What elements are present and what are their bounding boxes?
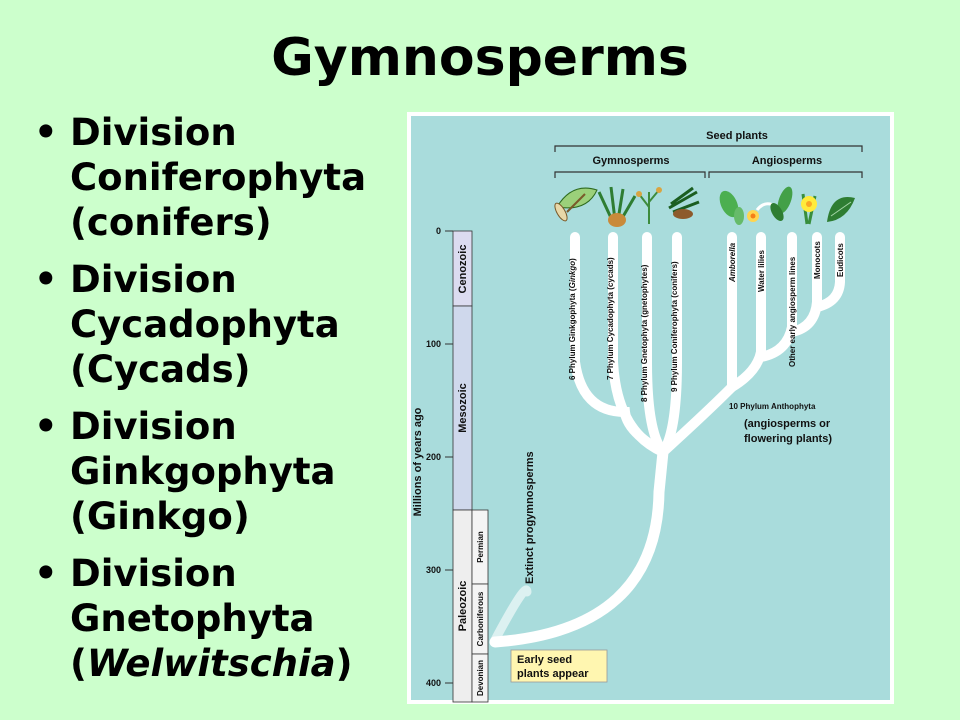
angiosperms-bracket [708, 171, 863, 178]
bullet-item: • Division Cycadophyta (Cycads) [28, 257, 398, 392]
eudicot-branch [812, 232, 845, 312]
y-axis-label: Millions of years ago [412, 407, 424, 516]
seed-plants-label: Seed plants [706, 130, 768, 142]
tick-200: 200 [426, 452, 441, 462]
tick-100: 100 [426, 339, 441, 349]
gnetophyte-lineage-label: 8 Phylum Gnetophyta (gnetophytes) [640, 264, 649, 402]
cycad-illustration [597, 186, 637, 227]
eudicots-label: Eudicots [836, 243, 845, 277]
early-seed-callout [510, 649, 608, 683]
water-lilies-label: Water lilies [757, 250, 766, 292]
bullet-line: Division [70, 258, 237, 301]
devonian-label: Devonian [476, 660, 485, 696]
bullet-line: Division [70, 405, 237, 448]
angiosperms-header: Angiosperms [752, 155, 822, 167]
phylogeny-diagram: Seed plants Gymnosperms Angiosperms [411, 116, 890, 703]
angiosperm-note-line2: flowering plants) [744, 433, 832, 445]
monocots-label: Monocots [813, 241, 822, 279]
conifer-illustration [668, 186, 700, 219]
phylogeny-branches [489, 232, 845, 648]
bullet-line: Gnetophyta [70, 597, 315, 640]
slide-title: Gymnosperms [271, 28, 689, 88]
progymnosperm-branch [490, 585, 532, 645]
bullet-line: Ginkgophyta [70, 450, 336, 493]
angiosperm-note-line1: (angiosperms or [744, 418, 831, 430]
time-ticks: 0 100 200 300 400 [426, 226, 453, 688]
gymnosperms-bracket [554, 171, 706, 178]
early-angiosperm-illustration [770, 186, 793, 222]
bullet-list: • Division Coniferophyta (conifers) • Di… [28, 110, 398, 698]
bullet-item: • Division Coniferophyta (conifers) [28, 110, 398, 245]
amborella-label: Amborella [728, 242, 737, 283]
bullet-item: • Division Gnetophyta (Welwitschia) [28, 551, 398, 686]
tick-0: 0 [436, 226, 441, 236]
ginkgo-illustration [554, 187, 598, 222]
lineage-labels: 6 Phylum Ginkgophyta (Ginkgo) 7 Phylum C… [568, 241, 845, 402]
amborella-illustration [719, 190, 744, 225]
bullet-line: (Welwitschia) [70, 642, 353, 685]
gnetophyte-illustration [636, 187, 662, 224]
phylogeny-figure: Seed plants Gymnosperms Angiosperms [407, 112, 894, 704]
cenozoic-label: Cenozoic [457, 245, 469, 294]
bullet-line: Division [70, 111, 237, 154]
bullet-line: (Cycads) [70, 348, 251, 391]
bullet-line: Cycadophyta [70, 303, 340, 346]
early-seed-line2: plants appear [517, 668, 589, 680]
monocot-illustration [801, 193, 817, 225]
ginkgo-lineage-label: 6 Phylum Ginkgophyta (Ginkgo) [568, 258, 577, 380]
mesozoic-label: Mesozoic [457, 383, 469, 433]
tick-400: 400 [426, 678, 441, 688]
gnetophyte-branch [642, 232, 668, 457]
permian-label: Permian [476, 531, 485, 563]
early-seed-line1: Early seed [517, 654, 572, 666]
cycad-branch [608, 232, 668, 457]
gymnosperms-header: Gymnosperms [592, 155, 669, 167]
eudicot-illustration [827, 197, 855, 222]
bullet-item: • Division Ginkgophyta (Ginkgo) [28, 404, 398, 539]
cycad-lineage-label: 7 Phylum Cycadophyta (cycads) [606, 257, 615, 380]
bullet-line: Coniferophyta [70, 156, 367, 199]
carboniferous-label: Carboniferous [476, 591, 485, 646]
bullet-line: (conifers) [70, 201, 272, 244]
devonian-band [471, 653, 489, 703]
seed-plants-bracket [554, 145, 863, 152]
conifer-lineage-label: 9 Phylum Coniferophyta (conifers) [670, 261, 679, 392]
bullet-line: Division [70, 552, 237, 595]
extinct-progymnosperms-label: Extinct progymnosperms [524, 451, 536, 584]
anthophyta-label: 10 Phylum Anthophyta [729, 402, 816, 411]
seed-plant-stem [489, 446, 669, 648]
other-early-angiosperm-label: Other early angiosperm lines [788, 256, 797, 367]
paleozoic-label: Paleozoic [457, 581, 469, 632]
tick-300: 300 [426, 565, 441, 575]
geologic-timescale: Cenozoic Mesozoic Paleozoic Permian Carb… [452, 230, 489, 703]
bullet-line: (Ginkgo) [70, 495, 250, 538]
